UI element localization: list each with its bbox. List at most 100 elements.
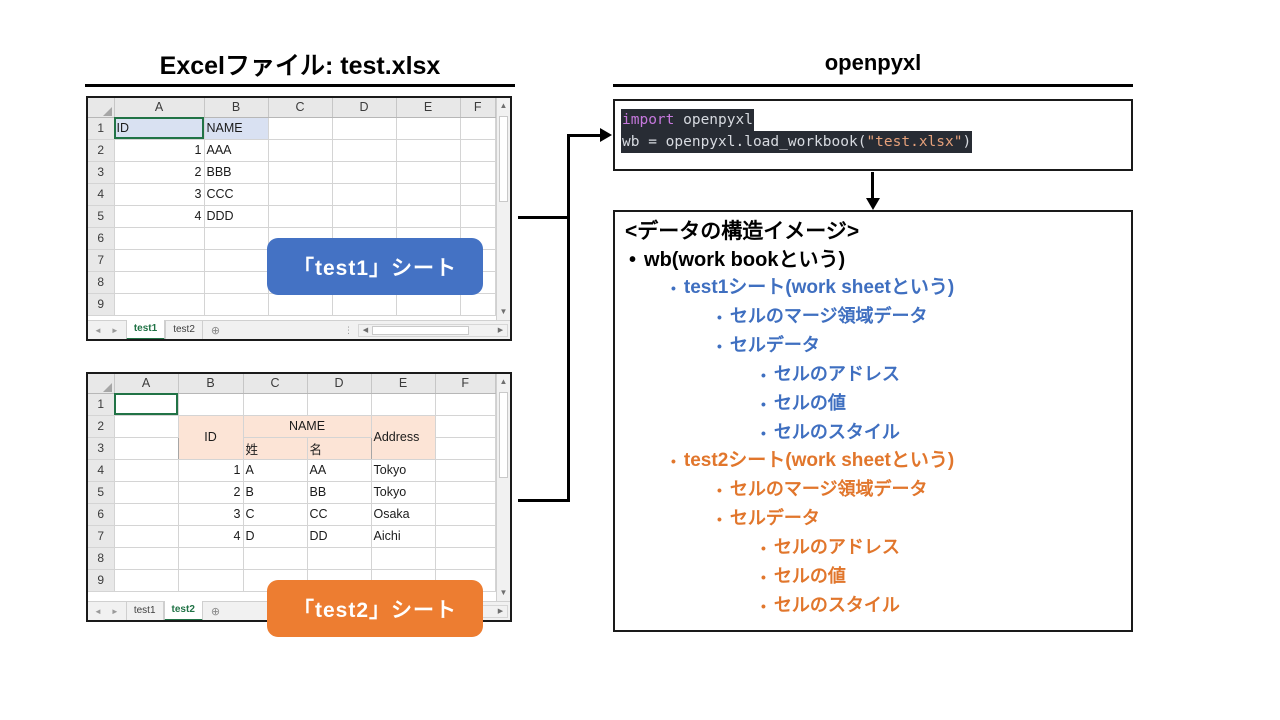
cell-c4[interactable] bbox=[268, 183, 333, 206]
row-header-7[interactable]: 7 bbox=[88, 249, 115, 272]
cell-a6[interactable] bbox=[114, 503, 179, 526]
cell-a7[interactable] bbox=[114, 249, 205, 272]
row-header-8[interactable]: 8 bbox=[88, 547, 115, 570]
cell-b7[interactable]: 4 bbox=[177, 524, 244, 548]
cell-f7[interactable] bbox=[435, 525, 496, 548]
cell-b8[interactable] bbox=[204, 271, 269, 294]
row-header-1[interactable]: 1 bbox=[88, 393, 115, 416]
tab-nav-first-icon[interactable]: ◄ bbox=[94, 325, 102, 335]
add-sheet-icon[interactable]: ⊕ bbox=[210, 605, 221, 618]
vertical-scroll-thumb[interactable] bbox=[499, 392, 508, 478]
cell-b4[interactable]: 1 bbox=[177, 458, 244, 482]
cell-e1[interactable] bbox=[396, 117, 461, 140]
row-header-7[interactable]: 7 bbox=[88, 525, 115, 548]
cell-d9[interactable] bbox=[332, 293, 397, 316]
row-header-2[interactable]: 2 bbox=[88, 415, 115, 438]
sheet-tab-test1[interactable]: test1 bbox=[125, 320, 166, 339]
cell-b6[interactable]: 3 bbox=[177, 502, 244, 526]
row-header-9[interactable]: 9 bbox=[88, 293, 115, 316]
cell-c6[interactable]: C bbox=[242, 502, 308, 526]
column-header-a[interactable]: A bbox=[114, 374, 179, 394]
cell-e9[interactable] bbox=[396, 293, 461, 316]
cell-f4[interactable] bbox=[460, 183, 496, 206]
merged-cell-b2-b3-id[interactable]: ID bbox=[177, 414, 244, 460]
cell-f2[interactable] bbox=[460, 139, 496, 162]
cell-a5[interactable] bbox=[114, 481, 179, 504]
cell-f2[interactable] bbox=[435, 415, 496, 438]
row-header-9[interactable]: 9 bbox=[88, 569, 115, 592]
add-sheet-icon[interactable]: ⊕ bbox=[210, 324, 221, 337]
cell-b9[interactable] bbox=[178, 569, 244, 592]
merged-cell-e2-e3-address[interactable]: Address bbox=[370, 414, 436, 460]
column-header-d[interactable]: D bbox=[307, 374, 372, 394]
cell-a7[interactable] bbox=[114, 525, 179, 548]
cell-a6[interactable] bbox=[114, 227, 205, 250]
cell-f8[interactable] bbox=[435, 547, 496, 570]
cell-b1[interactable] bbox=[178, 393, 244, 416]
cell-f1[interactable] bbox=[460, 117, 496, 140]
column-header-b[interactable]: B bbox=[204, 98, 269, 118]
cell-c9[interactable] bbox=[268, 293, 333, 316]
tab-nav-arrows[interactable]: ◄ ► bbox=[88, 607, 126, 616]
merged-cell-c2-d2-name[interactable]: NAME bbox=[242, 414, 372, 438]
cell-c8[interactable] bbox=[243, 547, 308, 570]
row-header-1[interactable]: 1 bbox=[88, 117, 115, 140]
cell-b2[interactable]: AAA bbox=[204, 139, 269, 162]
tab-nav-arrows[interactable]: ◄ ► bbox=[88, 326, 126, 335]
cell-b4[interactable]: CCC bbox=[204, 183, 269, 206]
cell-e1[interactable] bbox=[371, 393, 436, 416]
cell-c3[interactable] bbox=[268, 161, 333, 184]
cell-f4[interactable] bbox=[435, 459, 496, 482]
cell-a8[interactable] bbox=[114, 271, 205, 294]
row-header-5[interactable]: 5 bbox=[88, 205, 115, 228]
cell-c3[interactable]: 姓 bbox=[242, 436, 308, 460]
hscroll-right-icon[interactable]: ▶ bbox=[497, 607, 504, 615]
cell-d5[interactable] bbox=[332, 205, 397, 228]
cell-a2[interactable] bbox=[114, 415, 179, 438]
cell-f3[interactable] bbox=[435, 437, 496, 460]
cell-e3[interactable] bbox=[396, 161, 461, 184]
cell-c2[interactable] bbox=[268, 139, 333, 162]
cell-d3[interactable] bbox=[332, 161, 397, 184]
cell-e7[interactable]: Aichi bbox=[370, 524, 436, 548]
cell-a5[interactable]: 4 bbox=[114, 205, 205, 228]
cell-d3[interactable]: 名 bbox=[306, 436, 372, 460]
cell-a1[interactable] bbox=[114, 393, 179, 416]
cell-b9[interactable] bbox=[204, 293, 269, 316]
select-all-corner-icon[interactable] bbox=[88, 374, 115, 394]
cell-e5[interactable]: Tokyo bbox=[370, 480, 436, 504]
cell-c5[interactable] bbox=[268, 205, 333, 228]
column-header-d[interactable]: D bbox=[332, 98, 397, 118]
cell-c1[interactable] bbox=[268, 117, 333, 140]
scroll-up-icon[interactable]: ▲ bbox=[499, 377, 508, 386]
cell-a3[interactable] bbox=[114, 437, 179, 460]
row-header-6[interactable]: 6 bbox=[88, 227, 115, 250]
column-header-c[interactable]: C bbox=[268, 98, 333, 118]
cell-c4[interactable]: A bbox=[242, 458, 308, 482]
cell-d1[interactable] bbox=[307, 393, 372, 416]
cell-d7[interactable]: DD bbox=[306, 524, 372, 548]
cell-b8[interactable] bbox=[178, 547, 244, 570]
vertical-scroll-thumb[interactable] bbox=[499, 116, 508, 202]
cell-e2[interactable] bbox=[396, 139, 461, 162]
cell-f5[interactable] bbox=[435, 481, 496, 504]
column-header-f[interactable]: F bbox=[460, 98, 496, 118]
row-header-2[interactable]: 2 bbox=[88, 139, 115, 162]
cell-a3[interactable]: 2 bbox=[114, 161, 205, 184]
cell-b5[interactable]: 2 bbox=[177, 480, 244, 504]
cell-f5[interactable] bbox=[460, 205, 496, 228]
cell-a4[interactable] bbox=[114, 459, 179, 482]
cell-d8[interactable] bbox=[307, 547, 372, 570]
cell-f9[interactable] bbox=[460, 293, 496, 316]
horizontal-scroll-area[interactable]: ⋮ ◀ ▶ bbox=[228, 323, 510, 337]
cell-e4[interactable] bbox=[396, 183, 461, 206]
scroll-down-icon[interactable]: ▼ bbox=[499, 307, 508, 316]
horizontal-scrollbar-test1[interactable]: ◀ ▶ bbox=[358, 323, 508, 337]
cell-a1[interactable]: ID bbox=[114, 117, 205, 140]
cell-e6[interactable]: Osaka bbox=[370, 502, 436, 526]
select-all-corner-icon[interactable] bbox=[88, 98, 115, 118]
spreadsheet-window-test1[interactable]: A B C D E F 1 ID NAME 2 1 AAA bbox=[86, 96, 512, 341]
cell-b6[interactable] bbox=[204, 227, 269, 250]
cell-f6[interactable] bbox=[435, 503, 496, 526]
row-header-5[interactable]: 5 bbox=[88, 481, 115, 504]
